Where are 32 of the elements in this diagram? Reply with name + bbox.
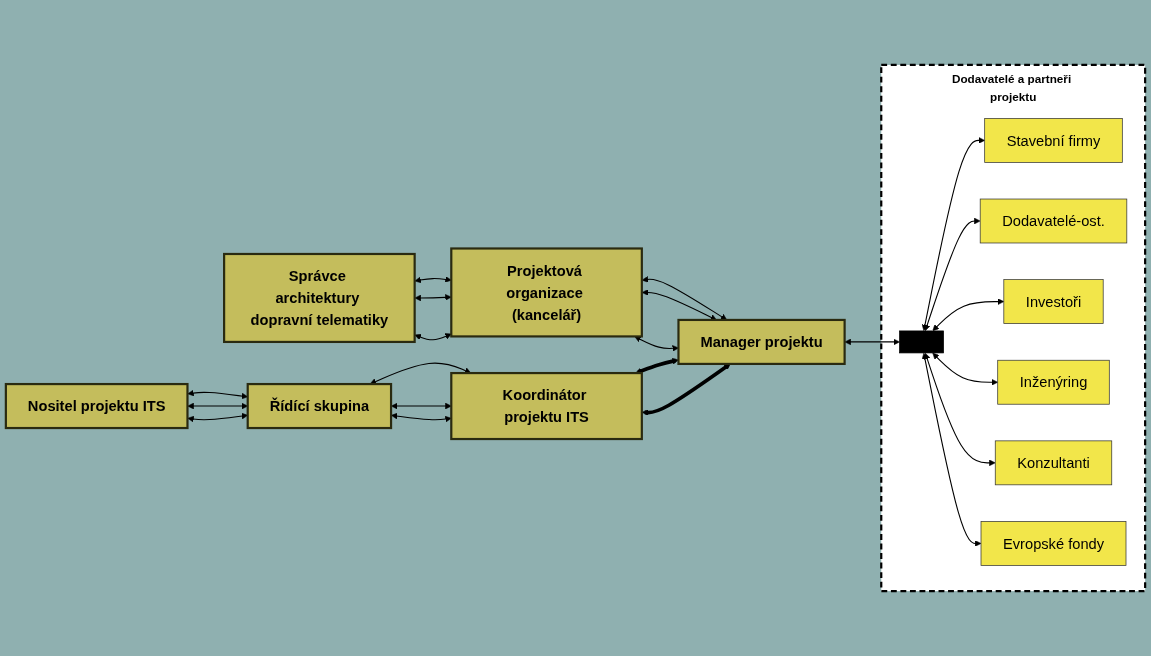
arrow	[187, 412, 248, 423]
arrow	[187, 402, 248, 410]
arrow	[921, 352, 982, 547]
node-box: Evropské fondy	[980, 521, 1127, 566]
arrow	[391, 412, 452, 423]
node-box: Koordinátor projektu ITS	[450, 371, 643, 441]
node-box: Stavební firmy	[984, 118, 1123, 163]
node-box: Manager projektu	[677, 318, 846, 365]
node-box: Inženýring	[997, 359, 1110, 405]
arrow	[844, 338, 900, 346]
arrow	[391, 402, 452, 410]
node-box: Projektová organizace (kancelář)	[450, 247, 643, 338]
arrow	[369, 362, 472, 385]
arrow	[641, 363, 731, 416]
node-box: Investoři	[1003, 279, 1104, 324]
node-box: Dodavatelé-ost.	[979, 198, 1128, 244]
arrow	[921, 137, 985, 331]
arrow	[924, 217, 981, 331]
node-box: Správce architektury dopravní telematiky	[223, 252, 416, 344]
arrow	[414, 276, 452, 284]
arrow	[924, 352, 996, 467]
arrow	[635, 358, 679, 374]
arrow	[414, 294, 452, 302]
node-box: Řídící skupina	[246, 382, 393, 430]
node-box: Nositel projektu ITS	[4, 382, 189, 430]
node-bar	[899, 330, 944, 354]
arrow	[187, 389, 248, 400]
arrow	[932, 352, 998, 386]
arrow	[932, 298, 1005, 331]
arrow	[634, 336, 679, 352]
node-box: Konzultanti	[994, 440, 1113, 486]
arrow	[414, 333, 452, 341]
